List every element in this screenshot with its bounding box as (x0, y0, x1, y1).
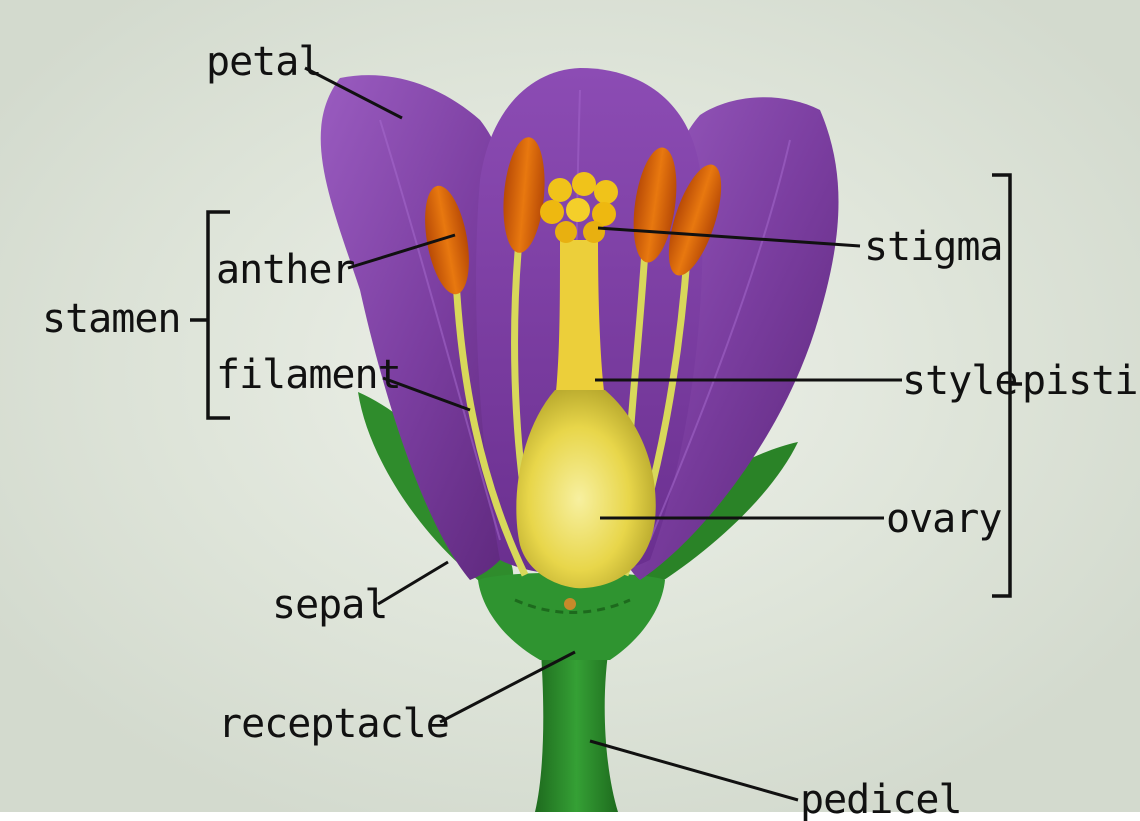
label-pistil: pistil (1022, 358, 1140, 404)
label-stamen: stamen (42, 296, 181, 342)
label-stigma: stigma (864, 224, 1003, 270)
label-filament: filament (216, 352, 401, 398)
style-shape (555, 240, 605, 400)
label-sepal: sepal (272, 582, 387, 628)
label-receptacle: receptacle (218, 701, 449, 747)
label-petal: petal (206, 39, 321, 85)
bottom-strip (0, 812, 1140, 821)
label-style: style (902, 358, 1017, 404)
label-ovary: ovary (886, 496, 1001, 542)
label-anther: anther (216, 247, 355, 293)
label-pedicel: pedicel (800, 777, 962, 821)
